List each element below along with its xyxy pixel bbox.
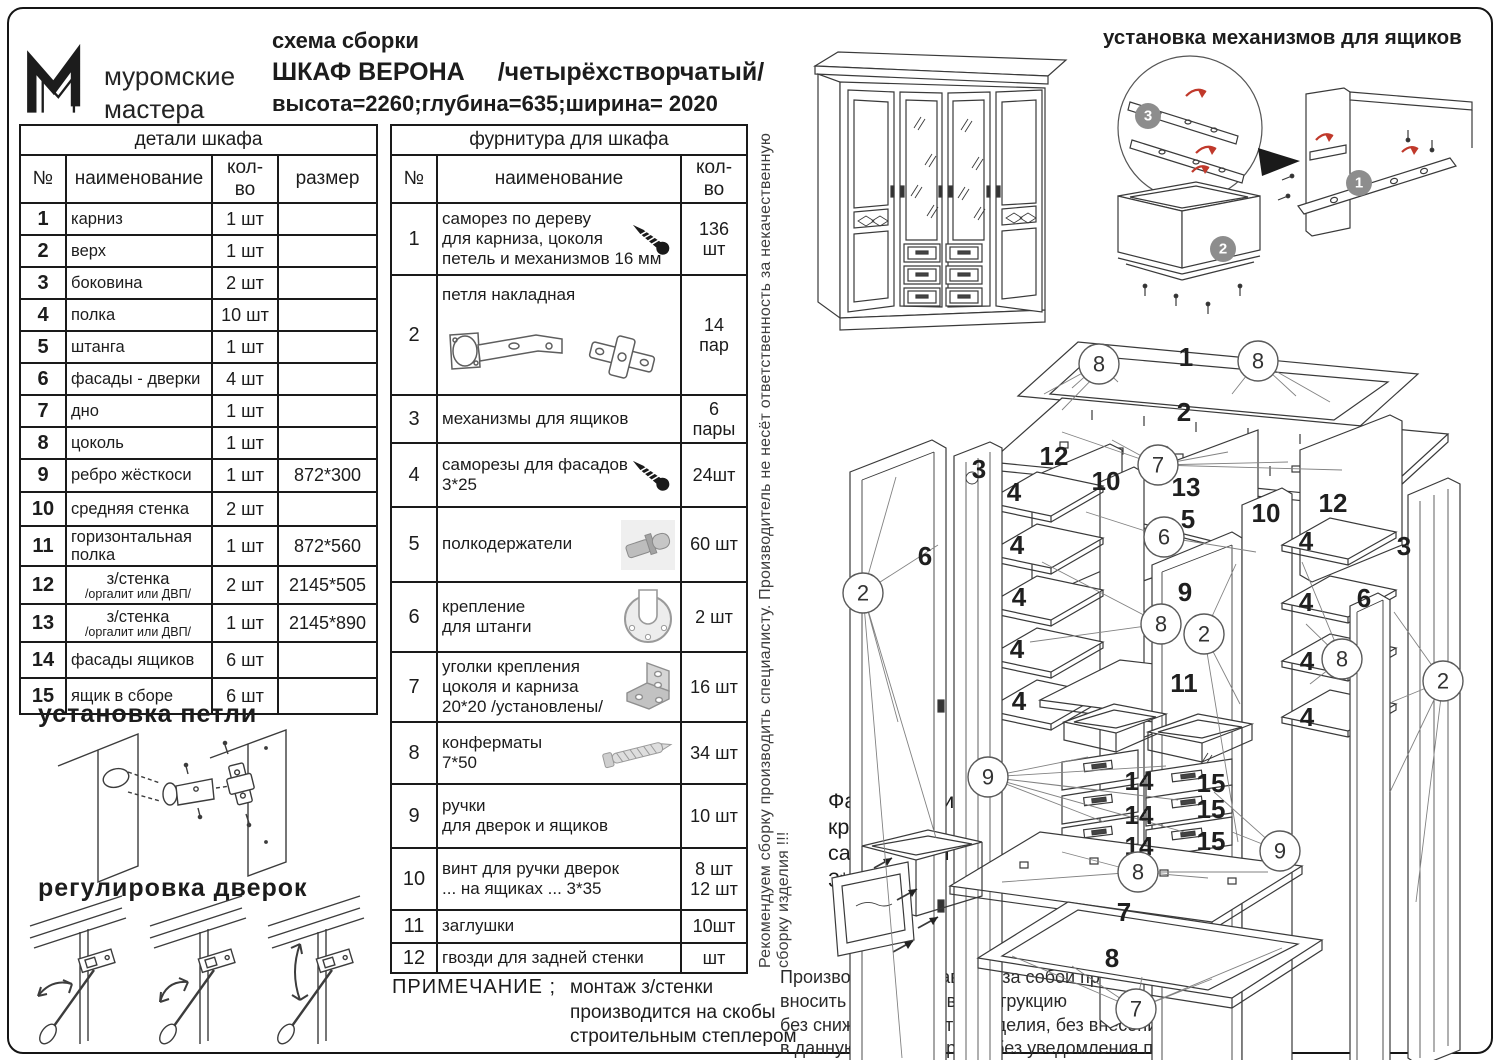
hinge-pair-icon [442,307,676,385]
logo-monogram-icon [27,43,81,113]
confirmat-screw-icon [597,732,677,774]
title-dimensions: высота=2260;глубина=635;ширина= 2020 [272,91,718,117]
shelf-pin-icon [619,518,677,572]
parts-table-title: детали шкафа [18,124,379,156]
note: ПРИМЕЧАНИЕ ; монтаж з/стенки производитс… [392,976,797,1050]
logo-text: муромские мастера [104,60,235,125]
title-line1: схема сборки [272,28,419,53]
disclaimer: Производитель оставляет за собой право в… [780,967,1263,1059]
parts-col-name: наименование [65,154,213,204]
product-name: ШКАФ ВЕРОНА [272,57,465,86]
parts-col-num: № [19,154,67,204]
note-text: монтаж з/стенки производится на скобы ст… [570,977,797,1048]
part-name-subtext: /оргалит или ДВП/ [84,587,192,602]
parts-col-size: размер [276,154,379,204]
logo-line1: муромские [104,61,236,91]
part-name-subtext: /оргалит или ДВП/ [84,625,192,640]
hw-col-num: № [390,154,438,204]
rod-bracket-icon [619,588,677,646]
heading-hinge-install: установка петли [38,700,258,728]
hw-col-qty: кол- во [680,154,748,204]
corner-bracket-icon [621,659,677,715]
parts-col-qty: кол- во [211,154,279,204]
parts-table: детали шкафа № наименование кол- во разм… [18,124,379,716]
heading-drawer-mechanisms: установка механизмов для ящиков [1103,26,1462,49]
hardware-table-title: фурнитура для шкафа [390,124,748,156]
hardware-table: фурнитура для шкафа № наименование кол- … [390,124,748,974]
product-variant: /четырёхстворчатый/ [497,57,765,86]
hw-col-name: наименование [436,154,682,204]
logo-line2: мастера [104,93,205,124]
note-label: ПРИМЕЧАНИЕ ; [392,976,557,998]
side-note: Рекомендуем сборку производить специалис… [757,132,792,968]
wood-screw-icon [625,453,677,497]
wood-screw-icon [625,217,677,261]
page-title: схема сборки ШКАФ ВЕРОНА /четырёхстворча… [272,28,764,117]
title-line2: ШКАФ ВЕРОНА /четырёхстворчатый/ [272,58,764,88]
page-border [7,7,1493,1054]
heading-door-adjust: регулировка дверок [38,874,308,902]
facade-note: Фасад к ящику крепится саморезами 3*25 [828,789,975,892]
